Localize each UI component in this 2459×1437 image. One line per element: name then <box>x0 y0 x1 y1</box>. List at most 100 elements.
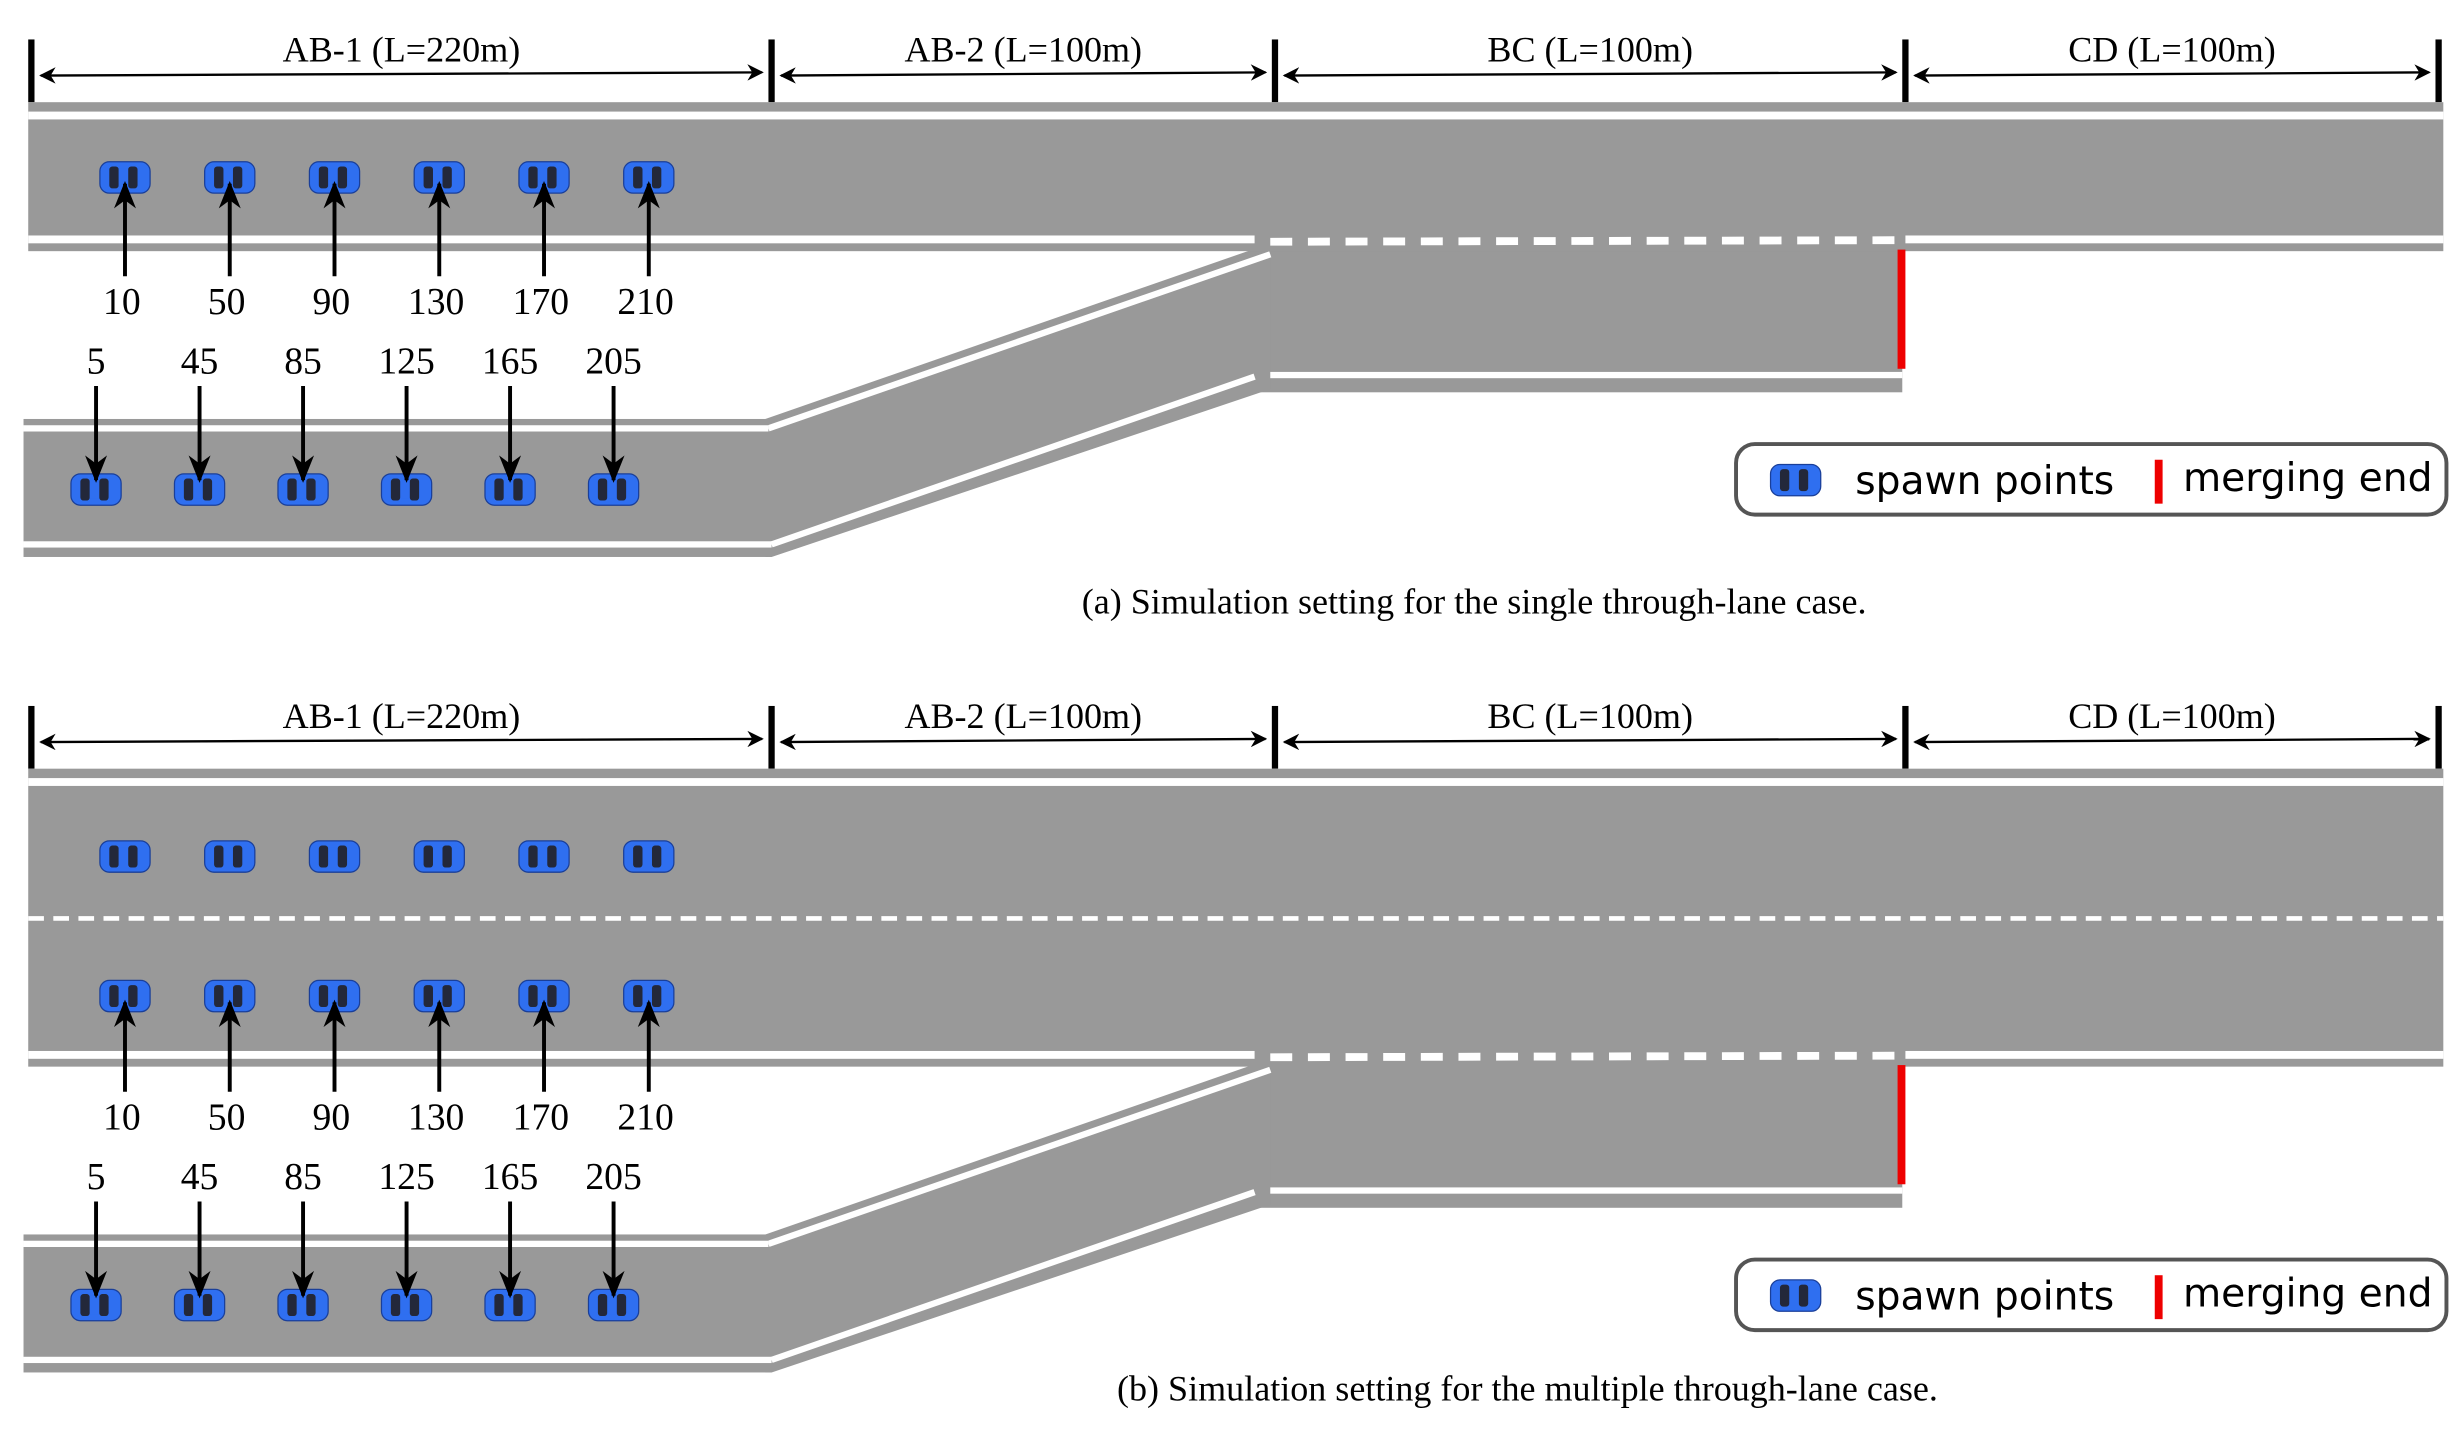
lane-edge-line <box>1254 1187 1903 1194</box>
lane-edge-line <box>28 235 1255 244</box>
spawn-position-label: 130 <box>408 281 464 323</box>
car-window <box>287 1294 297 1316</box>
legend-box <box>1734 442 2449 517</box>
car-roof <box>607 1295 617 1315</box>
car-window <box>183 478 194 501</box>
car-roof <box>642 168 652 187</box>
legend-box <box>1734 1257 2449 1333</box>
car-window <box>597 1294 608 1316</box>
section-length-arrow <box>39 64 764 84</box>
main-road <box>28 102 2444 252</box>
car-icon <box>484 473 536 506</box>
car-icon <box>518 840 570 873</box>
lane-edge-line <box>28 778 2444 786</box>
car-icon <box>623 840 675 873</box>
car-window <box>214 985 224 1008</box>
car-window <box>409 478 420 501</box>
car-roof <box>1789 470 1799 490</box>
lane-edge-line <box>23 1240 769 1247</box>
car-window <box>337 845 348 868</box>
legend-merge-label: merging end <box>2183 456 2432 501</box>
car-roof <box>607 480 617 499</box>
car-window <box>616 478 627 501</box>
merging-end-marker <box>1897 249 1906 369</box>
car-window <box>633 166 643 189</box>
acceleration-lane <box>1254 243 1903 393</box>
spawn-position-label: 90 <box>313 281 351 323</box>
car-window <box>232 985 243 1008</box>
car-icon <box>587 473 640 506</box>
car-roof <box>328 847 338 866</box>
lane-edge-line <box>770 1189 1256 1363</box>
car-icon <box>173 1288 226 1322</box>
spawn-position-label: 165 <box>482 340 538 382</box>
car-window <box>528 985 538 1008</box>
lane-edge-line <box>28 1050 1255 1059</box>
car-roof <box>118 986 129 1006</box>
acceleration-lane <box>1254 1058 1903 1208</box>
legend-merging-end-swatch <box>2154 1275 2163 1320</box>
section-boundary-tick <box>768 705 775 769</box>
car-icon <box>1769 1279 1822 1312</box>
car-icon <box>413 979 465 1013</box>
spawn-position-label: 10 <box>103 1096 141 1138</box>
car-icon <box>99 840 151 873</box>
spawn-position-label: 5 <box>87 1156 106 1198</box>
lane-edge-line <box>1905 235 2444 244</box>
spawn-position-label: 85 <box>284 1156 322 1198</box>
car-window <box>494 478 504 501</box>
figure-caption: (a) Simulation setting for the single th… <box>1082 581 1867 621</box>
car-window <box>183 1294 194 1316</box>
car-window <box>306 1294 316 1316</box>
car-window <box>80 478 90 501</box>
car-window <box>597 478 608 501</box>
car-roof <box>432 168 443 187</box>
car-window <box>442 985 452 1008</box>
car-roof <box>296 1295 307 1315</box>
car-icon <box>308 979 361 1013</box>
car-window <box>390 478 401 501</box>
dashed-lane-line <box>1270 236 1898 246</box>
lane-edge-line <box>767 1066 1272 1247</box>
section-label: AB-1 (L=220m) <box>283 696 521 736</box>
car-icon <box>484 1288 536 1322</box>
car-window <box>513 1294 523 1316</box>
car-icon <box>70 473 122 506</box>
spawn-position-label: 210 <box>617 1096 673 1138</box>
spawn-position-label: 50 <box>208 1096 246 1138</box>
car-window <box>651 845 662 868</box>
legend-merge-label: merging end <box>2183 1272 2432 1317</box>
car-window <box>528 845 538 868</box>
legend-spawn-label: spawn points <box>1855 1275 2114 1320</box>
spawn-position-label: 130 <box>408 1096 464 1138</box>
car-window <box>337 166 348 189</box>
car-window <box>442 166 452 189</box>
section-boundary-tick <box>1271 39 1279 103</box>
car-roof <box>118 847 129 866</box>
section-length-arrow <box>1282 730 1898 751</box>
spawn-position-label: 10 <box>103 281 141 323</box>
section-label: BC (L=100m) <box>1487 696 1693 736</box>
car-window <box>128 985 138 1008</box>
car-window <box>442 845 452 868</box>
merging-end-marker <box>1897 1065 1906 1185</box>
spawn-position-label: 125 <box>378 340 434 382</box>
car-window <box>409 1294 420 1316</box>
car-window <box>232 845 243 868</box>
panel-single-lane: AB-1 (L=220m)AB-2 (L=100m)BC (L=100m)CD … <box>23 29 2449 621</box>
car-roof <box>89 1295 100 1315</box>
car-window <box>80 1294 90 1316</box>
lane-edge-line <box>28 111 2444 120</box>
car-icon <box>380 473 433 506</box>
car-roof <box>89 480 100 499</box>
car-icon <box>204 840 256 873</box>
car-window <box>318 845 329 868</box>
car-roof <box>537 847 548 866</box>
spawn-position-label: 5 <box>87 340 106 382</box>
car-roof <box>537 986 548 1006</box>
lane-edge-line <box>1905 1050 2444 1059</box>
car-roof <box>503 480 514 499</box>
car-roof <box>193 1295 203 1315</box>
section-label: BC (L=100m) <box>1487 29 1693 69</box>
car-roof <box>118 168 129 187</box>
